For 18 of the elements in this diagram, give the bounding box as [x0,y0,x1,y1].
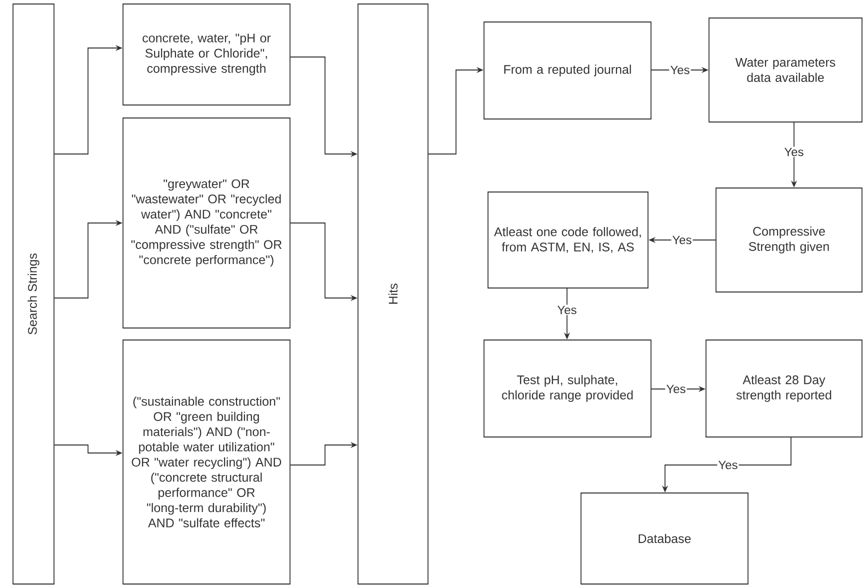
vertical-box: Search Strings [12,4,54,584]
process-box: Atleast one code followed, from ASTM, EN, IS, AS [488,192,648,288]
edge-label: Yes [669,64,691,76]
process-box: Database [580,492,748,584]
vertical-box: Hits [358,4,428,584]
process-box: Water parameters data available [708,18,862,122]
process-box: Atleast 28 Day strength reported [706,340,862,438]
edge-label: Yes [671,234,693,246]
process-box: ("sustainable construction" OR "green building materials") AND ("non-potable water utilization" OR "water recycling") AND ("concrete structural performance" OR "long-term durability") AND "sulfate effects" [122,340,290,584]
process-box: From a reputed journal [484,22,652,120]
process-box: "greywater" OR "wastewater" OR "recycled water") AND "concrete" AND ("sulfate" OR "compressive strength" OR "concrete performance") [122,118,290,328]
edge-label: Yes [717,460,739,470]
edge-label: Yes [665,384,687,394]
edge-label: Yes [556,304,578,316]
edge-label: Yes [783,146,805,158]
process-box: Test pH, sulphate, chloride range provided [484,340,652,438]
process-box: concrete, water, "pH or Sulphate or Chloride", compressive strength [122,4,290,106]
process-box: Compressive Strength given [716,188,862,292]
